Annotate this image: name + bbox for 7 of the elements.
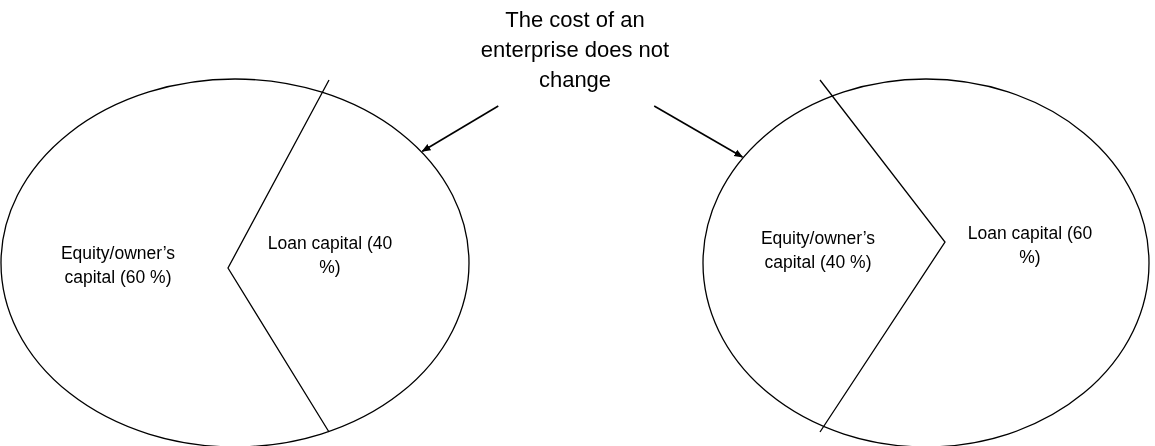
segment-label: Loan capital (60 %)	[966, 222, 1094, 269]
heading-text: The cost of an enterprise does not change	[470, 5, 680, 95]
segment-label: Equity/owner’s capital (40 %)	[759, 227, 877, 274]
arrow	[421, 105, 500, 153]
segment-label: Equity/owner’s capital (60 %)	[59, 242, 177, 289]
arrow	[653, 105, 744, 158]
segment-label: Loan capital (40 %)	[266, 232, 394, 279]
